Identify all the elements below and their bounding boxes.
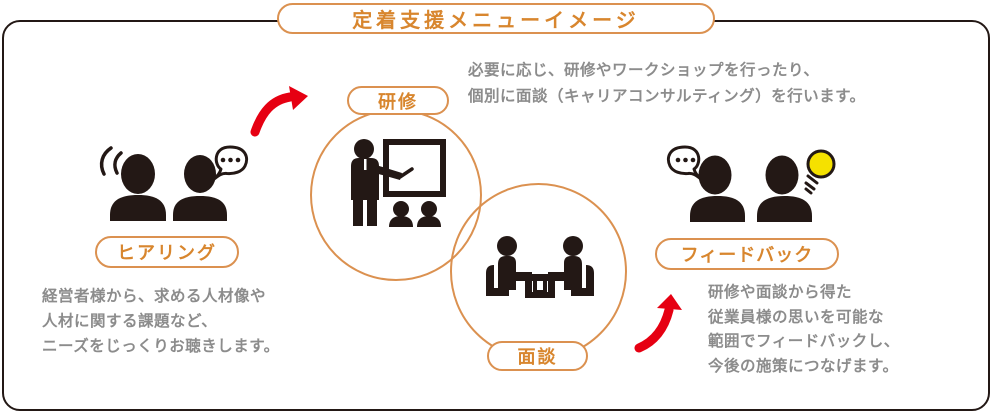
training-step-badge: 研修 bbox=[347, 86, 449, 115]
hearing-label: ヒアリング bbox=[117, 243, 217, 264]
interview-step-badge: 面談 bbox=[487, 341, 588, 371]
hearing-description: 経営者様から、求める人材像や 人材に関する課題など、 ニーズをじっくりお聴きしま… bbox=[42, 287, 280, 355]
flow-arrow-icon bbox=[250, 86, 308, 137]
training-interview-note: 必要に応じ、研修やワークショップを行ったり、 個別に面談（キャリアコンサルティン… bbox=[468, 61, 866, 105]
hearing-step-badge: ヒアリング bbox=[95, 236, 239, 268]
interview-table-icon bbox=[486, 236, 594, 298]
presenter-icon bbox=[351, 139, 414, 226]
whiteboard-icon bbox=[383, 139, 446, 197]
training-label: 研修 bbox=[378, 91, 418, 113]
feedback-label: フィードバック bbox=[680, 245, 814, 266]
lightbulb-icon bbox=[804, 149, 836, 195]
hearing-people-icon bbox=[99, 145, 249, 221]
listener-person-icon bbox=[110, 154, 166, 221]
sound-waves-icon bbox=[99, 146, 123, 176]
speech-bubble-icon bbox=[666, 145, 704, 182]
feedback-description: 研修や面談から得た 従業員様の思いを可能な 範囲でフィードバックし、 今後の施策… bbox=[708, 283, 900, 375]
speech-bubble-icon bbox=[211, 145, 249, 182]
right-chair-icon bbox=[571, 265, 594, 296]
page-title-label: 定着支援メニューイメージ bbox=[352, 8, 640, 32]
flow-arrow-icon bbox=[634, 294, 682, 353]
training-presentation-icon bbox=[351, 139, 446, 227]
employee-person-icon bbox=[690, 155, 745, 222]
idea-person-icon bbox=[757, 155, 812, 222]
feedback-step-badge: フィードバック bbox=[655, 238, 839, 270]
speaker-person-icon bbox=[173, 155, 227, 221]
interview-label: 面談 bbox=[517, 347, 558, 368]
feedback-people-icon bbox=[666, 145, 836, 222]
audience-icon bbox=[389, 201, 441, 227]
page-title: 定着支援メニューイメージ bbox=[277, 3, 715, 34]
left-seated-person-icon bbox=[497, 236, 532, 298]
right-seated-person-icon bbox=[548, 236, 583, 298]
